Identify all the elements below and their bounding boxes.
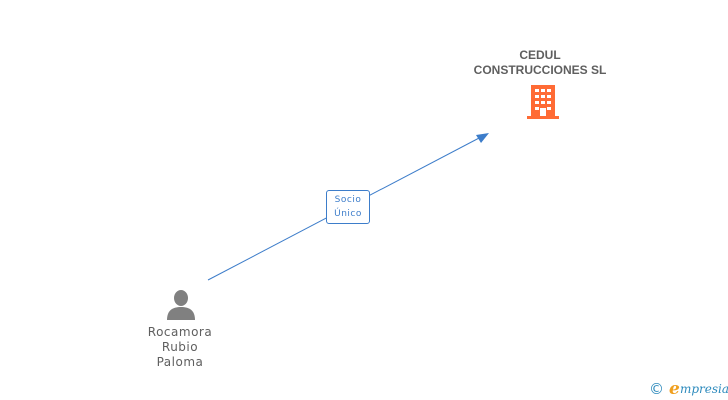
company-name-line2: CONSTRUCCIONES SL <box>473 63 607 77</box>
person-name[interactable]: Rocamora Rubio Paloma <box>120 325 240 370</box>
relation-label-line1: Socio <box>334 195 362 205</box>
brand-initial: e <box>669 379 680 399</box>
relation-label-box[interactable]: Socio Único <box>326 190 370 224</box>
company-name[interactable]: CEDUL CONSTRUCCIONES SL <box>440 48 640 78</box>
company-name-line1: CEDUL <box>519 48 561 62</box>
arrowhead-icon <box>476 133 489 143</box>
person-name-line3: Paloma <box>156 355 204 369</box>
person-name-line1: Rocamora <box>147 325 213 339</box>
person-icon[interactable] <box>165 290 197 320</box>
relation-label-line2: Único <box>334 209 362 219</box>
building-icon[interactable] <box>527 85 559 119</box>
brand-name: mpresia <box>680 382 728 396</box>
copyright-icon: © <box>649 380 664 398</box>
person-name-line2: Rubio <box>161 340 199 354</box>
